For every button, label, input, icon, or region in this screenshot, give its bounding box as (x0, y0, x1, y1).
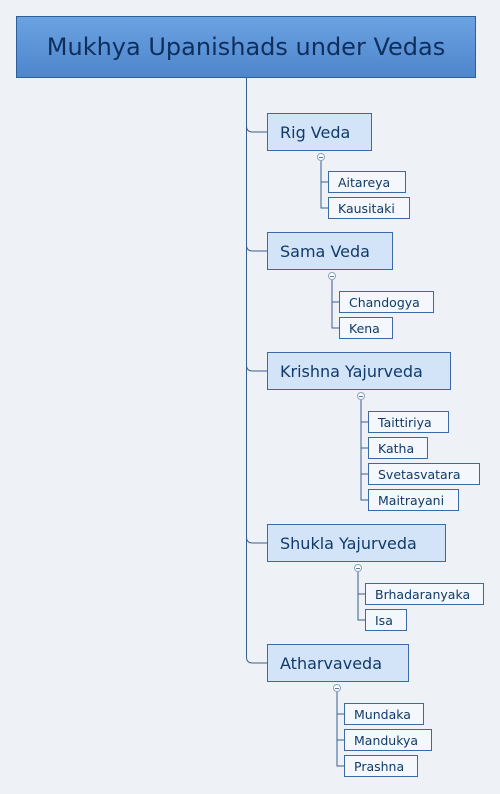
leaf-node[interactable]: Taittiriya (368, 411, 449, 433)
connector-line (336, 714, 344, 741)
leaf-node[interactable]: Maitrayani (368, 489, 459, 511)
connector-line (320, 161, 328, 183)
leaf-node[interactable]: Svetasvatara (368, 463, 480, 485)
leaf-node[interactable]: Katha (368, 437, 428, 459)
leaf-label: Chandogya (349, 294, 420, 310)
connector-line (246, 536, 267, 544)
leaf-label: Isa (375, 612, 393, 628)
leaf-label: Katha (378, 440, 415, 456)
leaf-label: Mandukya (354, 732, 419, 748)
leaf-node[interactable]: Chandogya (339, 291, 434, 313)
connector-line (336, 740, 344, 767)
leaf-node[interactable]: Mundaka (344, 703, 424, 725)
connector-line (331, 280, 339, 303)
leaf-label: Brhadaranyaka (375, 586, 471, 602)
branch-node[interactable]: Atharvaveda (267, 644, 409, 682)
collapse-toggle-icon[interactable] (327, 272, 336, 280)
leaf-label: Taittiriya (378, 414, 432, 430)
connector-line (246, 125, 267, 133)
connector-line (360, 474, 368, 501)
branch-label: Krishna Yajurveda (280, 361, 423, 381)
collapse-toggle-icon[interactable] (356, 392, 365, 400)
leaf-node[interactable]: Isa (365, 609, 407, 631)
connector-line (336, 692, 344, 715)
branch-node[interactable]: Rig Veda (267, 113, 372, 151)
leaf-label: Svetasvatara (378, 466, 461, 482)
leaf-node[interactable]: Kausitaki (328, 197, 410, 219)
branch-label: Rig Veda (280, 122, 351, 142)
connector-line (320, 182, 328, 209)
leaf-label: Prashna (354, 758, 405, 774)
connector-line (246, 244, 267, 252)
connector-line (246, 364, 267, 372)
leaf-node[interactable]: Aitareya (328, 171, 406, 193)
branch-label: Atharvaveda (280, 653, 383, 673)
branch-node[interactable]: Shukla Yajurveda (267, 524, 446, 562)
branch-label: Sama Veda (280, 241, 370, 261)
leaf-label: Maitrayani (378, 492, 445, 508)
connector-line (360, 422, 368, 449)
root-title: Mukhya Upanishads under Vedas (46, 33, 446, 61)
branch-node[interactable]: Sama Veda (267, 232, 393, 270)
leaf-node[interactable]: Prashna (344, 755, 418, 777)
leaf-label: Kena (349, 320, 380, 336)
leaf-label: Aitareya (338, 174, 391, 190)
connector-line (357, 594, 365, 621)
connector-line (360, 448, 368, 475)
leaf-label: Kausitaki (338, 200, 395, 216)
collapse-toggle-icon[interactable] (353, 564, 362, 572)
collapse-toggle-icon[interactable] (316, 153, 325, 161)
root-topic[interactable]: Mukhya Upanishads under Vedas (16, 16, 476, 78)
leaf-node[interactable]: Kena (339, 317, 393, 339)
connector-line (331, 302, 339, 329)
collapse-toggle-icon[interactable] (332, 684, 341, 692)
connector-line (246, 656, 267, 664)
branch-label: Shukla Yajurveda (280, 533, 417, 553)
connector-line (357, 572, 365, 595)
branch-node[interactable]: Krishna Yajurveda (267, 352, 451, 390)
leaf-node[interactable]: Brhadaranyaka (365, 583, 484, 605)
leaf-label: Mundaka (354, 706, 411, 722)
connector-line (360, 400, 368, 423)
leaf-node[interactable]: Mandukya (344, 729, 432, 751)
